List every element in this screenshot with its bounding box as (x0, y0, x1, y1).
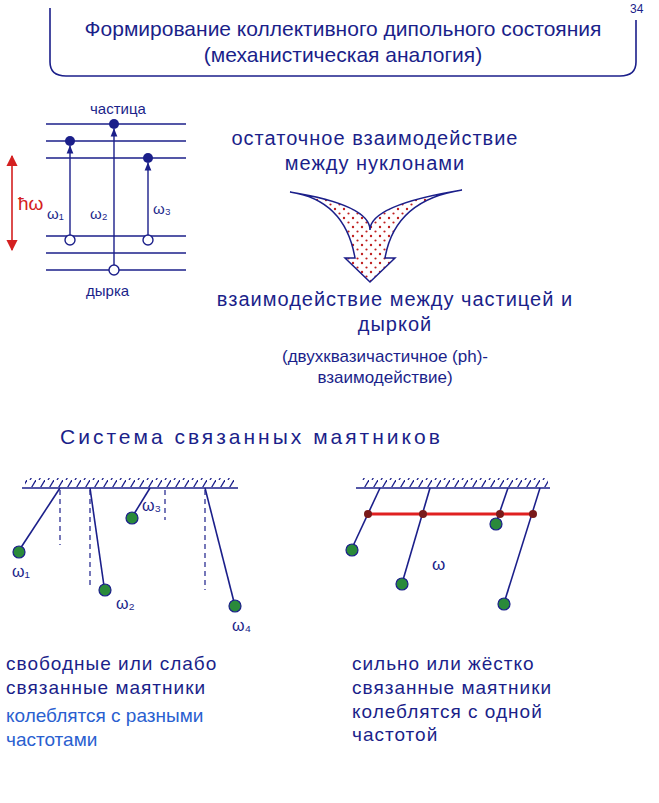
description: сильно или жёстко связанные маятники кол… (352, 652, 622, 747)
description: колеблятся с разными частотами (6, 704, 286, 752)
title: Формирование коллективного дипольного со… (60, 16, 626, 69)
particle-dots (65, 119, 153, 163)
free-pendulums (13, 478, 241, 612)
energy-label: ħω (18, 192, 43, 216)
frequency-label: ω₂ (90, 205, 108, 224)
coupled-pendulums (346, 478, 550, 610)
hole-circles (65, 235, 153, 275)
frequency-label: ω₁ (47, 205, 64, 224)
coupling-bar (368, 513, 534, 516)
page-number: 34 (630, 2, 643, 17)
level-label: частица (90, 100, 146, 119)
frequency-label: ω₁ (12, 562, 30, 582)
frequency-label: ω₃ (142, 496, 161, 516)
level-scheme (46, 124, 186, 270)
level-label: дырка (86, 282, 129, 301)
energy-arrow (11, 156, 13, 250)
note: (двухквазичастичное (ph)-взаимодействие) (220, 346, 550, 389)
frequency-label: ω₂ (116, 594, 135, 614)
note: взаимодействие между частицей и дыркой (210, 287, 580, 337)
frequency-label: ω₄ (232, 616, 251, 636)
funnel-arrow (290, 190, 462, 282)
frequency-label: ω (432, 554, 445, 575)
title-frame (50, 8, 636, 76)
note: остаточное взаимодействие между нуклонам… (230, 126, 520, 176)
frequency-label: ω₃ (153, 200, 171, 219)
section-heading: Система связанных маятников (60, 424, 580, 450)
description: свободные или слабо связанные маятники (6, 652, 256, 700)
